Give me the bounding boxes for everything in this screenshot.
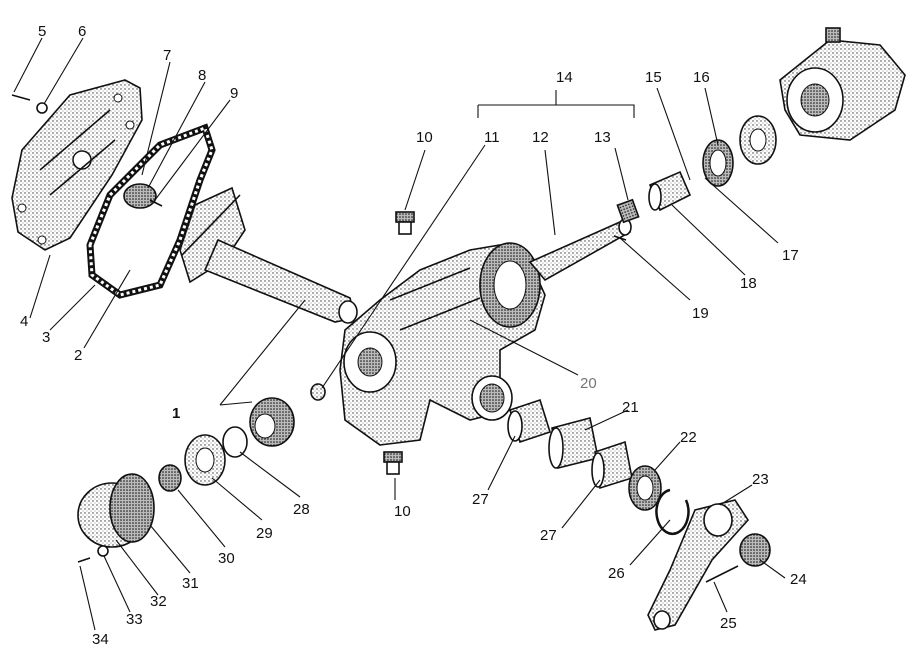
- label-16: 16: [693, 69, 710, 86]
- label-10-top: 10: [416, 129, 433, 146]
- label-12: 12: [532, 129, 549, 146]
- label-28: 28: [293, 501, 310, 518]
- label-10-bottom: 10: [394, 503, 411, 520]
- label-9: 9: [230, 85, 238, 102]
- snap-ring-part-26: [655, 488, 690, 535]
- washer-part-6: [36, 102, 48, 114]
- spring-part-13: [616, 198, 640, 224]
- sector-shaft-part-1: [179, 186, 358, 324]
- label-11: 11: [484, 129, 500, 146]
- label-4: 4: [20, 313, 28, 330]
- adjusting-screw-part-8: [123, 183, 163, 209]
- label-27-upper: 27: [472, 491, 489, 508]
- bearing-part-29: [184, 434, 226, 486]
- label-8: 8: [198, 67, 206, 84]
- label-15: 15: [645, 69, 662, 86]
- label-7: 7: [163, 47, 171, 64]
- bearing-part-15: [648, 170, 692, 212]
- gearbox-housing-part-20: [339, 242, 546, 446]
- washer-part-33: [97, 545, 109, 557]
- castle-nut-part-24: [739, 533, 771, 567]
- bushing-part-27-upper: [507, 398, 551, 444]
- worm-nut-part-1: [249, 397, 295, 447]
- cotter-pin-part-25: [705, 565, 739, 583]
- nut-part-30: [158, 464, 182, 492]
- bushing-part-27-lower: [591, 440, 633, 490]
- label-20: 20: [580, 375, 597, 392]
- label-24: 24: [790, 571, 807, 588]
- washer-part-17: [739, 115, 777, 165]
- label-31: 31: [182, 575, 199, 592]
- label-3: 3: [42, 329, 50, 346]
- label-33: 33: [126, 611, 143, 628]
- label-1: 1: [172, 405, 180, 422]
- gasket-part-3: [86, 123, 216, 299]
- part-labels: 5 6 7 8 9 4 3 2 10 11 12 13 14 15 16 17 …: [20, 23, 807, 648]
- label-25: 25: [720, 615, 737, 632]
- label-27-lower: 27: [540, 527, 557, 544]
- label-6: 6: [78, 23, 86, 40]
- plug-bottom-part-10: [383, 451, 403, 475]
- side-cover-part-4: [11, 79, 143, 251]
- valve-housing-top-right: [779, 27, 906, 141]
- seal-part-22: [628, 465, 662, 511]
- label-21: 21: [622, 399, 639, 416]
- plug-part-11: [310, 383, 326, 401]
- label-17: 17: [782, 247, 799, 264]
- label-5: 5: [38, 23, 46, 40]
- bolt-part-5: [11, 94, 31, 101]
- label-34: 34: [92, 631, 109, 648]
- label-22: 22: [680, 429, 697, 446]
- label-2: 2: [74, 347, 82, 364]
- worm-shaft-part-12: [528, 218, 632, 282]
- label-30: 30: [218, 550, 235, 567]
- ring-part-28: [222, 426, 248, 458]
- label-19: 19: [692, 305, 709, 322]
- leader-lines: [13, 37, 786, 631]
- label-13: 13: [594, 129, 611, 146]
- seal-part-16: [702, 139, 734, 187]
- bolt-part-34: [77, 557, 91, 563]
- label-29: 29: [256, 525, 273, 542]
- label-32: 32: [150, 593, 167, 610]
- label-23: 23: [752, 471, 769, 488]
- label-18: 18: [740, 275, 757, 292]
- bushing-part-21: [548, 417, 599, 469]
- cover-part-32: [77, 473, 155, 548]
- pitman-arm-part-23: [647, 499, 750, 631]
- label-26: 26: [608, 565, 625, 582]
- plug-top-part-10: [395, 211, 415, 235]
- label-14: 14: [556, 69, 573, 86]
